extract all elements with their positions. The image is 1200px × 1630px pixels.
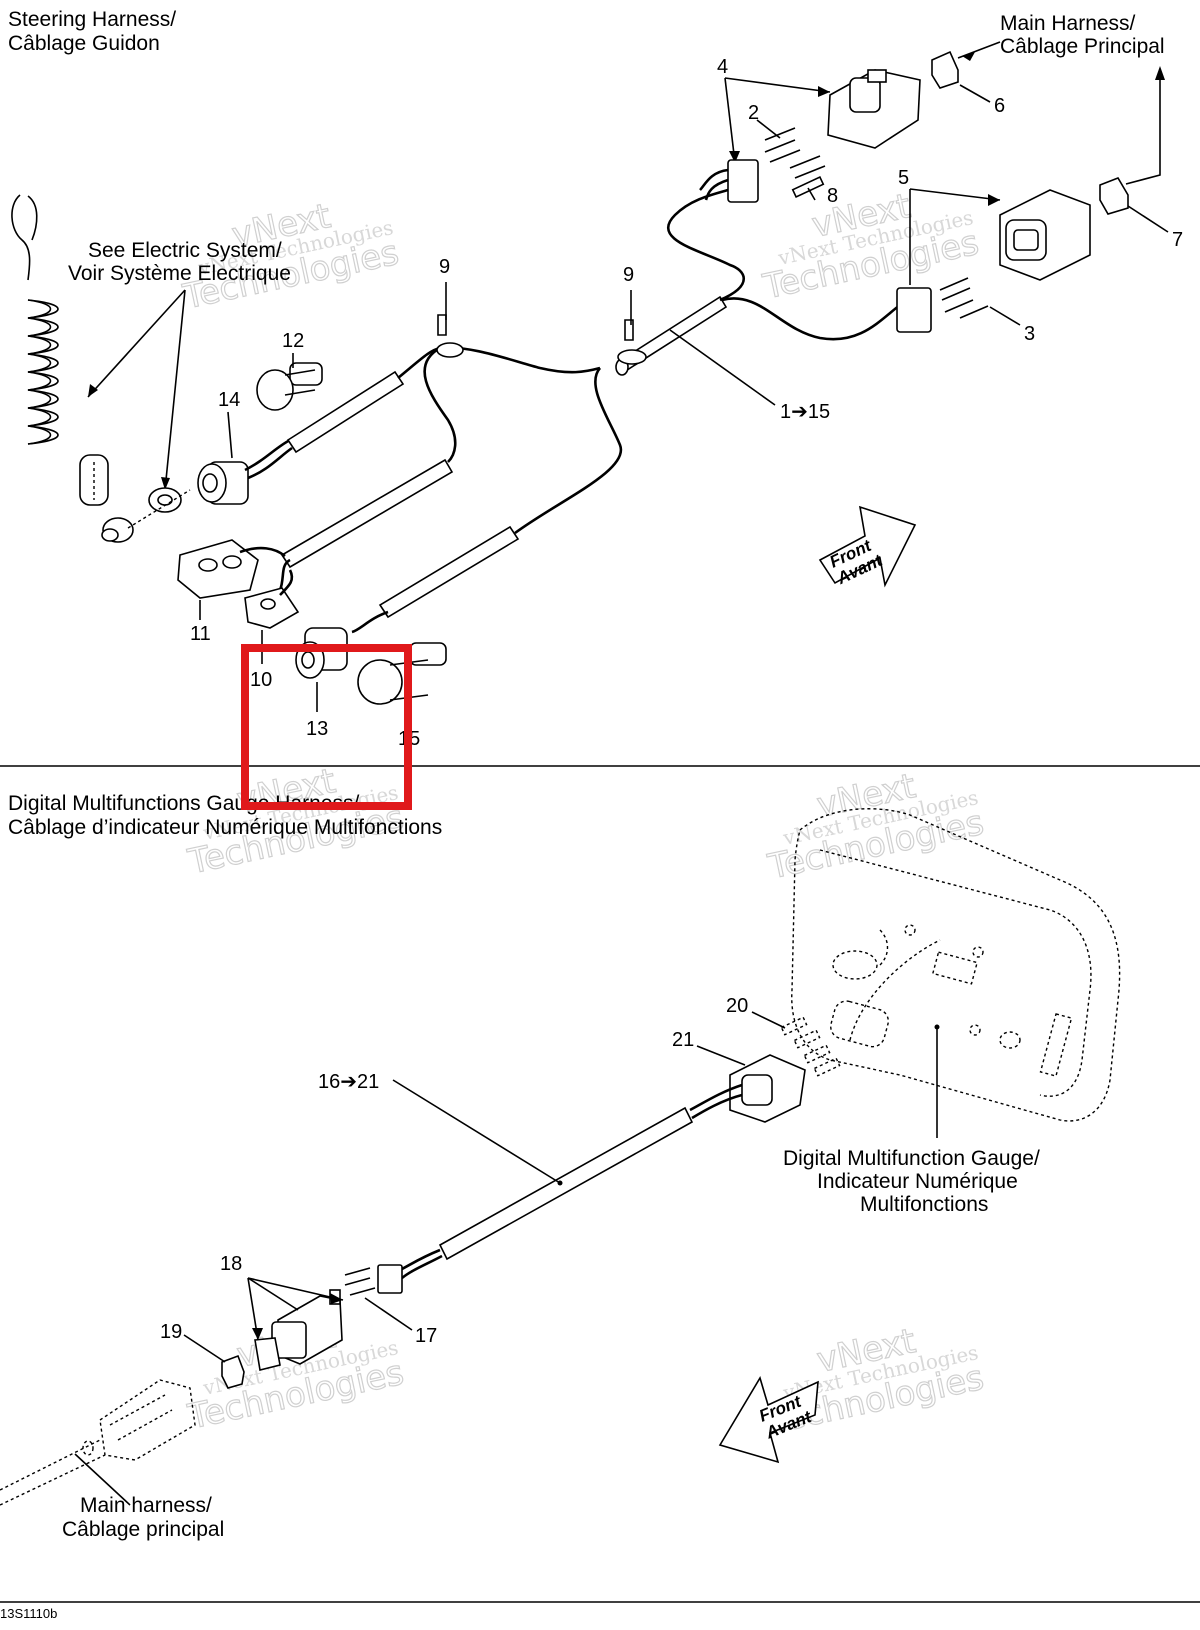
callout-number: 17: [415, 1325, 437, 1347]
connector-plug: [699, 159, 759, 203]
callout-number: 6: [994, 95, 1005, 117]
callout-number: 7: [1172, 229, 1183, 251]
switch-13: [295, 627, 348, 679]
main-harness-bottom-label: Câblage principal: [62, 1518, 224, 1541]
connector-11: [177, 539, 286, 599]
seal-19: [221, 1354, 245, 1389]
callout-number: 9: [439, 256, 450, 278]
callout-number: 8: [827, 185, 838, 207]
gauge-label: Multifonctions: [860, 1193, 988, 1216]
terminals-17: [344, 1267, 376, 1296]
harness-sleeve: [438, 1106, 694, 1261]
callout-number: 21: [672, 1029, 694, 1051]
see-electric-label: See Electric System/: [88, 239, 282, 262]
connector-plug-3: [896, 277, 989, 333]
highlight-box: [241, 644, 412, 810]
main-harness-label: Main Harness/: [1000, 12, 1136, 35]
gauge-harness-title: Câblage d’indicateur Numérique Multifonc…: [8, 816, 442, 839]
callout-number: 3: [1024, 323, 1035, 345]
terminals-2: [764, 127, 826, 179]
drawing-code: 13S1110b: [0, 1606, 57, 1621]
main-harness-connector: [0, 1379, 196, 1506]
callout-number: 2: [748, 102, 759, 124]
cap-15: [357, 642, 447, 705]
callout-number: 11: [190, 623, 211, 645]
gauge-label: Indicateur Numérique: [817, 1170, 1018, 1193]
connector-4: [827, 69, 921, 149]
callout-number: 18: [220, 1253, 242, 1275]
bottom-callouts: 16➔21 17 18 19 20 21: [160, 995, 748, 1347]
harness-sleeves: [280, 295, 728, 619]
gauge-housing: [791, 808, 1121, 1122]
terminals-20: [780, 1016, 841, 1077]
main-harness-label: Câblage Principal: [1000, 35, 1165, 58]
main-harness-bottom-label: Main harness/: [80, 1494, 212, 1517]
callout-number: 16➔21: [318, 1071, 379, 1093]
callout-number: 5: [898, 167, 909, 189]
front-arrow-top: Front Avant: [818, 505, 917, 588]
callout-number: 10: [250, 669, 272, 691]
cap-12: [256, 362, 323, 411]
callout-number: 20: [726, 995, 748, 1017]
callout-number: 1➔15: [780, 401, 830, 423]
gauge-label: Digital Multifunction Gauge/: [783, 1147, 1040, 1170]
callout-number: 14: [218, 389, 240, 411]
tie-wrap-9: [436, 282, 647, 365]
top-callouts: 1➔15 2 3 4 5 6 7 8 9 9 10 11 12 13 14 15: [190, 56, 1183, 750]
connector-18: [254, 1289, 343, 1371]
callout-number: 19: [160, 1321, 182, 1343]
seal-6: [931, 50, 959, 89]
connector-5: [999, 189, 1091, 281]
callout-number: 13: [306, 718, 328, 740]
callout-number: 9: [623, 264, 634, 286]
switch-14: [197, 438, 293, 505]
callout-number: 4: [717, 56, 728, 78]
steering-harness-title: Câblage Guidon: [8, 32, 160, 55]
connector-10: [244, 569, 300, 629]
steering-harness-title: Steering Harness/: [8, 8, 176, 31]
callout-number: 12: [282, 330, 304, 352]
seal-7: [1099, 177, 1129, 215]
front-arrow-bottom: Front Avant: [718, 1376, 819, 1464]
connector-21: [729, 1054, 806, 1123]
lanyard-coil: [11, 194, 134, 543]
see-electric-label: Voir Système Electrique: [68, 262, 291, 285]
